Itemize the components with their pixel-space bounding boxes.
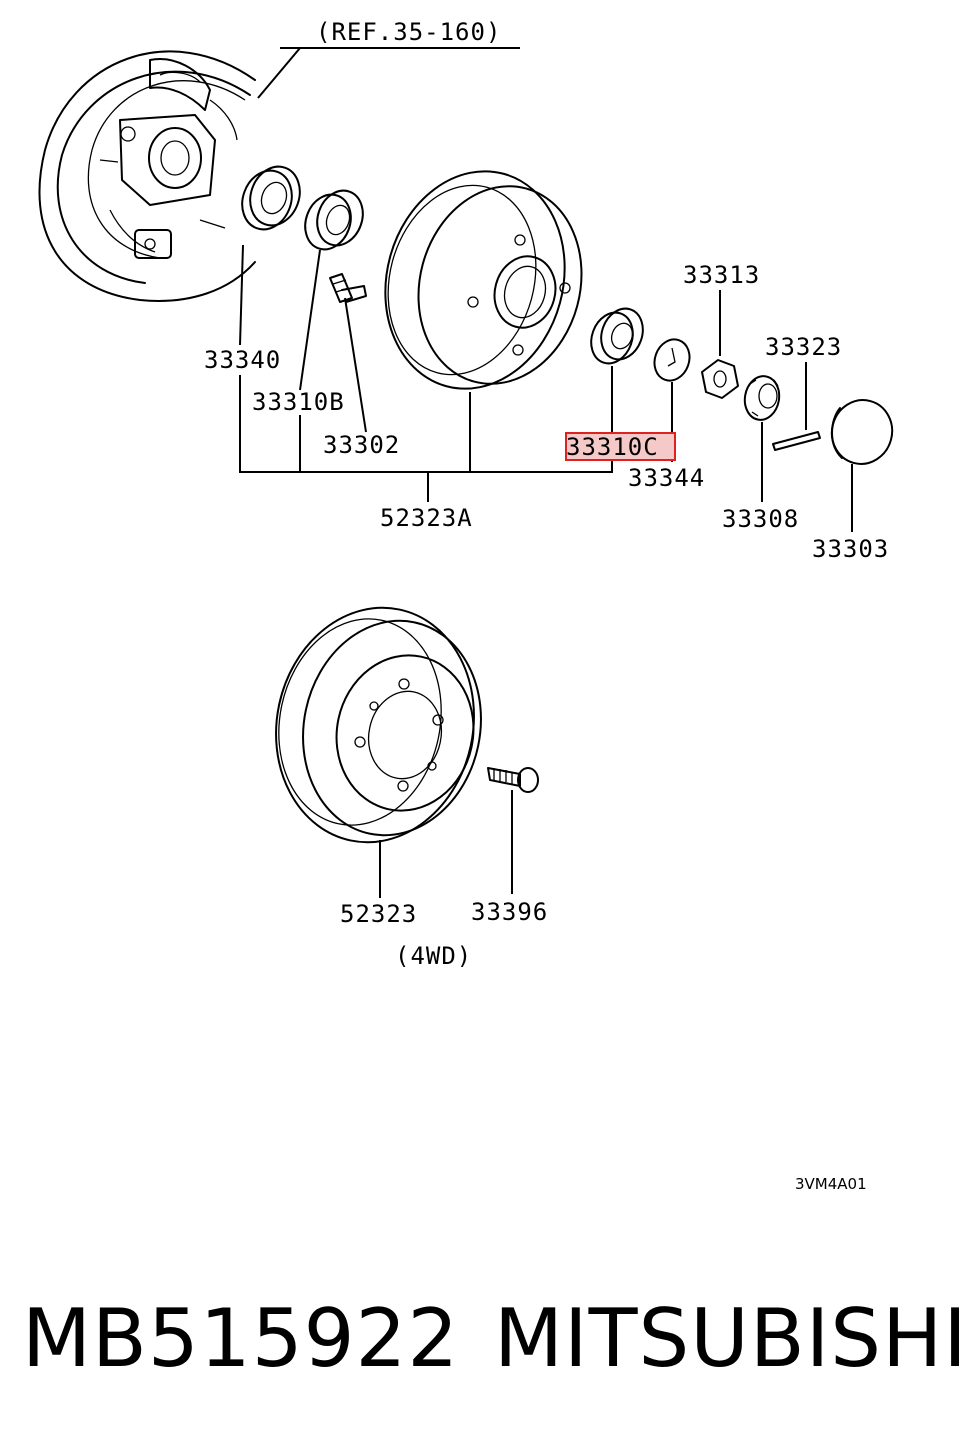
part-label-52323a[interactable]: 52323A — [380, 504, 473, 532]
nut-33313 — [701, 359, 739, 399]
part-label-33303[interactable]: 33303 — [812, 535, 889, 563]
highlight-box — [565, 432, 676, 461]
cotter-pin-33323 — [772, 431, 821, 451]
screw-33396 — [487, 767, 539, 793]
brand-name: MITSUBISHI — [494, 1292, 960, 1385]
hub-cap-33303 — [830, 399, 894, 465]
footer: MB515922 MITSUBISHI — [0, 1292, 960, 1392]
hub-bolt-33302 — [329, 273, 367, 303]
ref-label: (REF.35-160) — [316, 18, 501, 46]
part-label-52323[interactable]: 52323 — [340, 900, 417, 928]
part-label-33302[interactable]: 33302 — [323, 431, 400, 459]
lock-cap-33308 — [743, 375, 781, 421]
part-label-33310c[interactable]: 33310C — [566, 433, 659, 461]
part-label-33323[interactable]: 33323 — [765, 333, 842, 361]
brake-drum-52323a — [384, 170, 583, 390]
bearing-33310b — [304, 189, 364, 251]
part-label-33344[interactable]: 33344 — [628, 464, 705, 492]
washer-33344 — [653, 338, 691, 382]
figure-code: 3VM4A01 — [795, 1175, 867, 1193]
brake-drum-52323 — [275, 606, 482, 844]
part-label-33308[interactable]: 33308 — [722, 505, 799, 533]
leader-lines — [239, 47, 853, 898]
part-label-33313[interactable]: 33313 — [683, 261, 760, 289]
part-number: MB515922 — [22, 1292, 460, 1385]
part-label-33396[interactable]: 33396 — [471, 898, 548, 926]
backing-plate-drawing — [38, 50, 256, 302]
bearing-33310c — [590, 307, 644, 365]
part-label-33310b[interactable]: 33310B — [252, 388, 345, 416]
oil-seal-33340 — [241, 165, 301, 231]
part-label-33340[interactable]: 33340 — [204, 346, 281, 374]
drive-note: (4WD) — [395, 942, 472, 970]
